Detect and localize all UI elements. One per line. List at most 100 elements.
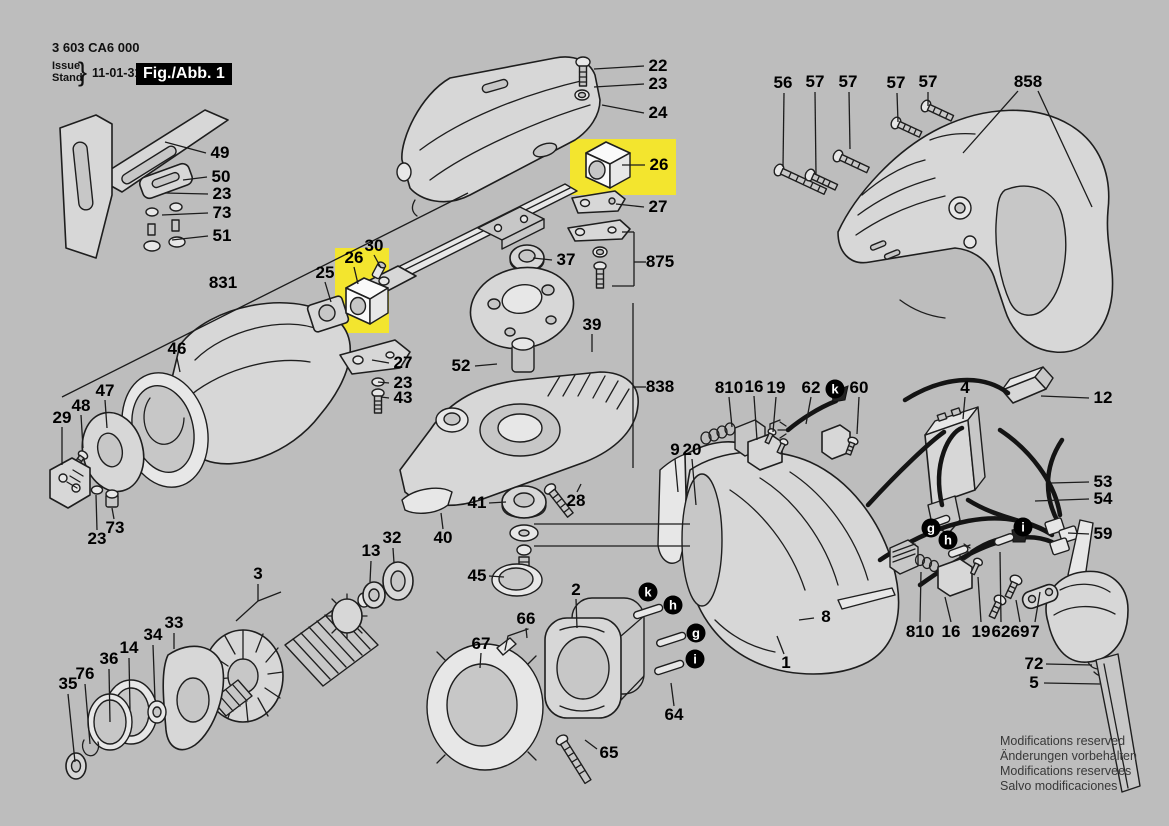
callout-60[interactable]: 60 (849, 378, 869, 397)
callout-67[interactable]: 67 (471, 634, 491, 653)
callout-73[interactable]: 73 (212, 203, 232, 222)
callout-28[interactable]: 28 (566, 491, 586, 510)
leader-line (161, 212, 209, 216)
callout-12[interactable]: 12 (1093, 388, 1113, 407)
callout-16[interactable]: 16 (941, 622, 961, 641)
callout-858[interactable]: 858 (1013, 72, 1043, 91)
callout-64[interactable]: 64 (664, 705, 684, 724)
callout-57[interactable]: 57 (838, 72, 858, 91)
leader-line (164, 192, 209, 195)
callout-73[interactable]: 73 (105, 518, 125, 537)
callout-8[interactable]: 8 (821, 607, 831, 626)
leader-line (782, 92, 785, 168)
callout-26[interactable]: 26 (649, 155, 669, 174)
callout-24[interactable]: 24 (648, 103, 668, 122)
issue-brace: } (78, 57, 88, 87)
leader-line (371, 359, 390, 364)
callout-49[interactable]: 49 (210, 143, 230, 162)
callout-2[interactable]: 2 (571, 580, 581, 599)
callout-23[interactable]: 23 (393, 373, 413, 392)
callout-51[interactable]: 51 (212, 226, 232, 245)
callout-810[interactable]: 810 (714, 378, 744, 397)
callout-810[interactable]: 810 (905, 622, 935, 641)
callout-5[interactable]: 5 (1029, 673, 1039, 692)
callout-27[interactable]: 27 (393, 353, 413, 372)
callout-76[interactable]: 76 (75, 664, 95, 683)
callout-26[interactable]: 26 (344, 248, 364, 267)
leader-line (999, 551, 1002, 623)
callout-1[interactable]: 1 (781, 653, 791, 672)
callout-25[interactable]: 25 (315, 263, 335, 282)
callout-57[interactable]: 57 (805, 72, 825, 91)
callout-56[interactable]: 56 (773, 73, 793, 92)
callout-52[interactable]: 52 (451, 356, 471, 375)
callout-35[interactable]: 35 (58, 674, 78, 693)
callout-badge-k[interactable]: k (638, 582, 658, 602)
leader-line (805, 396, 812, 425)
callout-19[interactable]: 19 (766, 378, 786, 397)
leader-line (814, 91, 817, 175)
callout-62[interactable]: 62 (991, 622, 1011, 641)
callout-33[interactable]: 33 (164, 613, 184, 632)
callout-13[interactable]: 13 (361, 541, 381, 560)
callout-4[interactable]: 4 (960, 378, 970, 397)
callout-72[interactable]: 72 (1024, 654, 1044, 673)
callout-37[interactable]: 37 (556, 250, 576, 269)
callout-838[interactable]: 838 (645, 377, 675, 396)
leader-line (373, 254, 382, 269)
callout-875[interactable]: 875 (645, 252, 675, 271)
callout-62[interactable]: 62 (801, 378, 821, 397)
callout-badge-h[interactable]: h (938, 530, 958, 550)
callout-19[interactable]: 19 (971, 622, 991, 641)
callout-badge-h[interactable]: h (663, 595, 683, 615)
cord-boot-drawing (988, 519, 1141, 793)
figure-label: Fig./Abb. 1 (136, 63, 232, 85)
callout-831[interactable]: 831 (208, 273, 238, 292)
callout-23[interactable]: 23 (87, 529, 107, 548)
callout-16[interactable]: 16 (744, 377, 764, 396)
leader-line (152, 644, 156, 701)
callout-54[interactable]: 54 (1093, 489, 1113, 508)
callout-45[interactable]: 45 (467, 566, 487, 585)
callout-23[interactable]: 23 (212, 184, 232, 203)
callout-22[interactable]: 22 (648, 56, 668, 75)
callout-34[interactable]: 34 (143, 625, 163, 644)
callout-39[interactable]: 39 (582, 315, 602, 334)
callout-65[interactable]: 65 (599, 743, 619, 762)
callout-29[interactable]: 29 (52, 408, 72, 427)
callout-69[interactable]: 69 (1010, 622, 1030, 641)
callout-36[interactable]: 36 (99, 649, 119, 668)
callout-59[interactable]: 59 (1093, 524, 1113, 543)
callout-badge-i[interactable]: i (1013, 517, 1033, 537)
callout-48[interactable]: 48 (71, 396, 91, 415)
callout-46[interactable]: 46 (167, 339, 187, 358)
callout-14[interactable]: 14 (119, 638, 139, 657)
callout-43[interactable]: 43 (393, 388, 413, 407)
callout-27[interactable]: 27 (648, 197, 668, 216)
callout-9[interactable]: 9 (670, 440, 680, 459)
callout-57[interactable]: 57 (886, 73, 906, 92)
callout-badge-k[interactable]: k (825, 379, 845, 399)
leader-line (856, 396, 860, 435)
leader-line (584, 739, 598, 750)
leader-line (1037, 90, 1093, 208)
field-stator-drawing (426, 597, 687, 785)
callout-3[interactable]: 3 (253, 564, 263, 583)
callout-23[interactable]: 23 (648, 74, 668, 93)
callout-badge-i[interactable]: i (685, 649, 705, 669)
callout-30[interactable]: 30 (364, 236, 384, 255)
callout-47[interactable]: 47 (95, 381, 115, 400)
callout-badge-g[interactable]: g (686, 623, 706, 643)
callout-50[interactable]: 50 (211, 167, 231, 186)
callout-badge-g[interactable]: g (921, 518, 941, 538)
leader-line (1067, 532, 1090, 535)
callout-7[interactable]: 7 (1030, 622, 1040, 641)
callout-41[interactable]: 41 (467, 493, 487, 512)
leader-line (1034, 498, 1090, 502)
callout-66[interactable]: 66 (516, 609, 536, 628)
callout-53[interactable]: 53 (1093, 472, 1113, 491)
callout-57[interactable]: 57 (918, 72, 938, 91)
callout-32[interactable]: 32 (382, 528, 402, 547)
callout-40[interactable]: 40 (433, 528, 453, 547)
callout-20[interactable]: 20 (682, 440, 702, 459)
